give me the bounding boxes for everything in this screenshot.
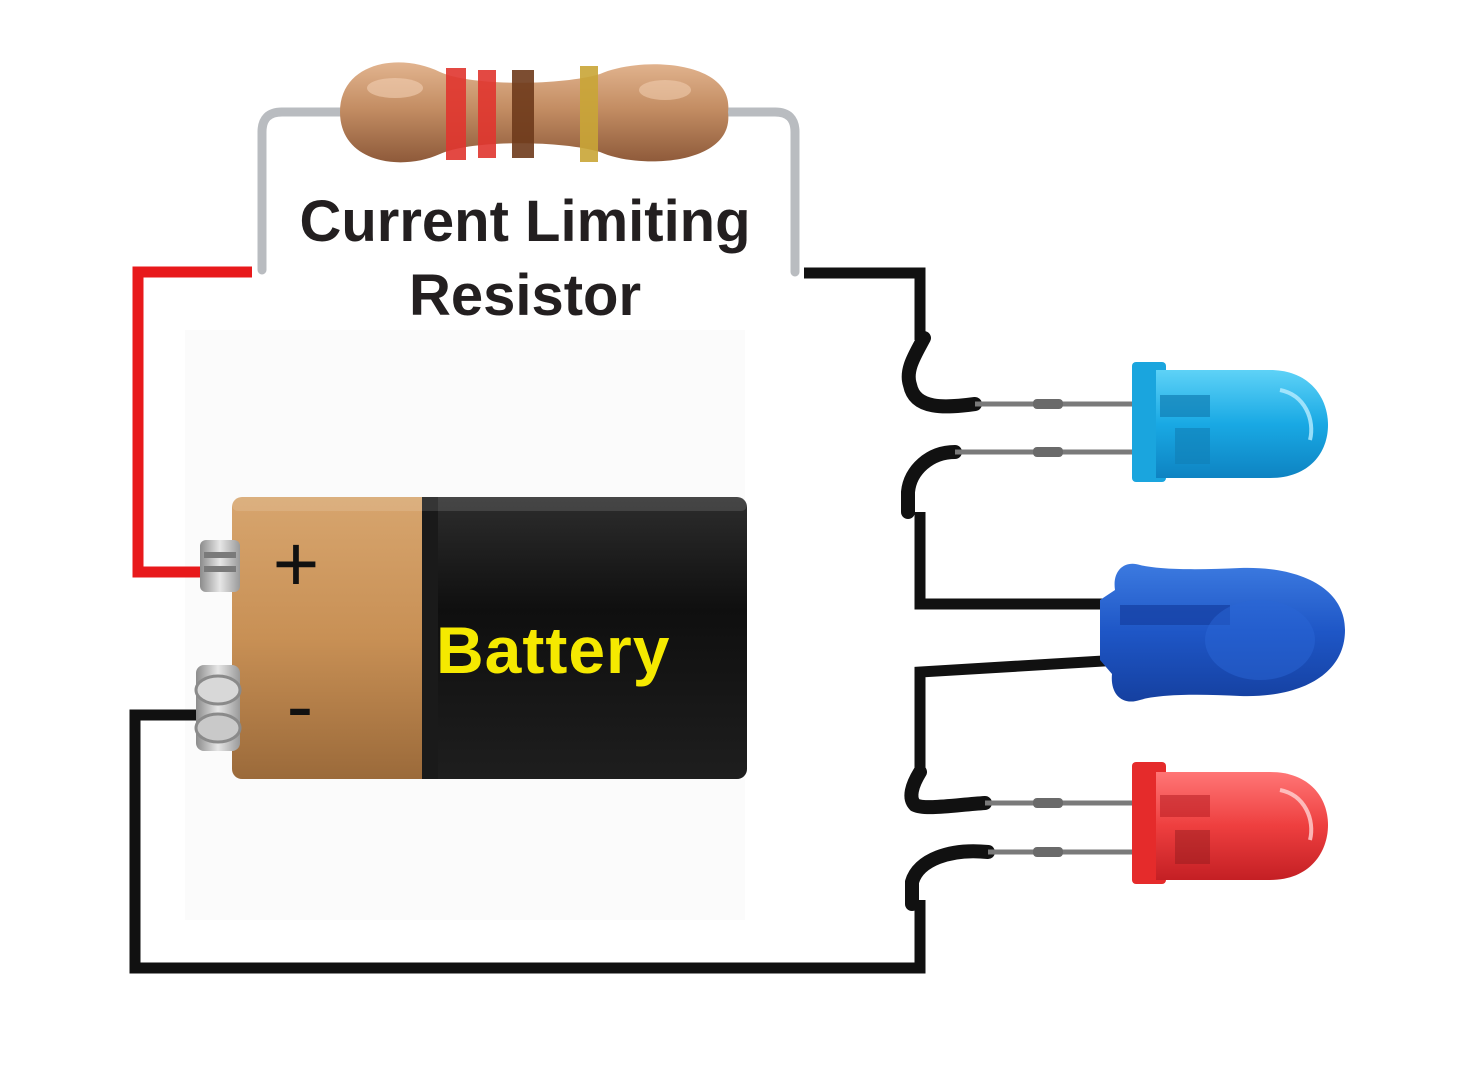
negative-wire xyxy=(129,512,1121,974)
resistor-band-red-1 xyxy=(446,68,466,160)
battery-plus-label: + xyxy=(272,519,320,608)
led-light-blue-icon xyxy=(1132,362,1328,482)
positive-terminal-icon xyxy=(200,540,240,592)
resistor-to-led-wire xyxy=(804,267,926,340)
hand-drawn-connections xyxy=(901,331,995,911)
negative-terminal-icon xyxy=(194,665,242,751)
resistor-band-gold xyxy=(580,66,598,162)
resistor-label-line1: Current Limiting xyxy=(299,189,751,254)
battery-label: Battery xyxy=(436,613,671,687)
led-lead-joints xyxy=(1033,399,1063,857)
positive-wire xyxy=(132,266,252,578)
led-dark-blue-icon xyxy=(1100,563,1345,702)
resistor-leads xyxy=(257,107,800,277)
battery-icon xyxy=(194,497,747,779)
resistor-label-line2: Resistor xyxy=(408,263,642,328)
resistor-band-red-2 xyxy=(478,70,496,158)
led-red-icon xyxy=(1132,762,1328,884)
resistor-band-brown xyxy=(512,70,534,158)
resistor-icon xyxy=(340,62,729,163)
battery-minus-label: - xyxy=(286,661,314,750)
